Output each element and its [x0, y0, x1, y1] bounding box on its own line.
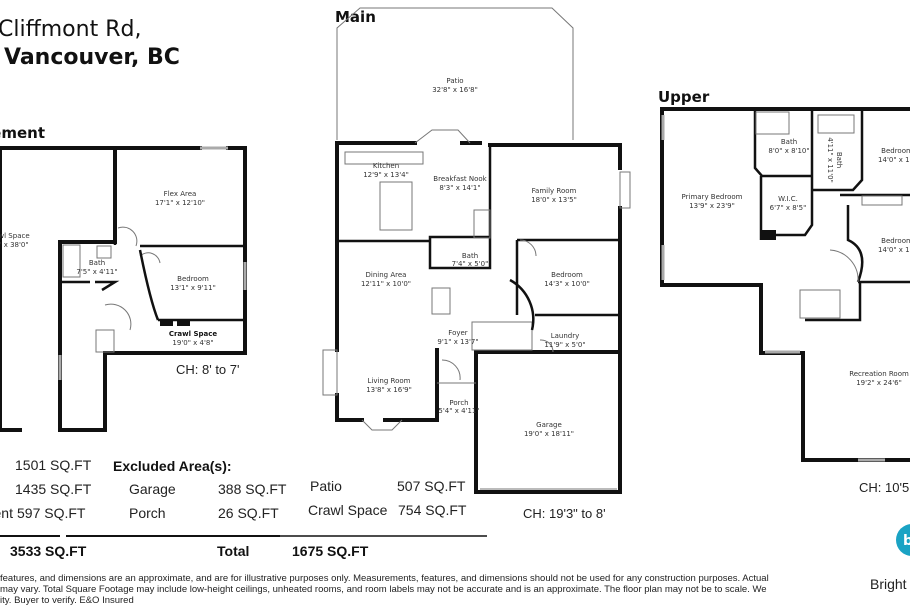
- basement-title: Basement: [0, 124, 45, 142]
- room-dims: 32'8" x 16'8": [432, 86, 478, 94]
- room-label: Flex Area: [164, 190, 197, 198]
- room-label: Recreation Room: [849, 370, 909, 378]
- room-dims: 11'9" x 5'0": [544, 341, 585, 349]
- room-label: Crawl Space: [0, 232, 30, 240]
- excluded-title: Excluded Area(s):: [113, 458, 232, 474]
- room-label: W.I.C.: [778, 195, 798, 203]
- room-label: Bedroom: [177, 275, 209, 283]
- room-label: Bedroom: [551, 271, 583, 279]
- room-dims: '10" x 38'0": [0, 241, 29, 249]
- room-dims: 19'2" x 24'6": [856, 379, 902, 387]
- room-dims: 19'0" x 4'8": [172, 339, 213, 347]
- room-label: Crawl Space: [169, 330, 218, 338]
- excluded-total: 1675 SQ.FT: [292, 543, 369, 559]
- upper-ceiling-height: CH: 10'5: [859, 480, 909, 495]
- area-value: 507 SQ.FT: [397, 478, 466, 494]
- room-label: Bath: [462, 252, 478, 260]
- upper-title: Upper: [658, 88, 710, 106]
- basement-plan: Basement Crawl Space '10" x 38'0" Flex A…: [0, 124, 247, 432]
- room-dims: 5'4" x 4'11": [438, 407, 479, 415]
- room-label: Garage: [536, 421, 562, 429]
- room-dims: 4'11" x 11'0": [826, 137, 834, 183]
- area-value: 754 SQ.FT: [398, 502, 467, 518]
- room-dims: 8'0" x 8'10": [768, 147, 809, 155]
- disclaimer-line: ity. Buyer to verify. E&O Insured: [0, 595, 134, 606]
- room-label: Living Room: [368, 377, 411, 385]
- room-dims: 8'3" x 14'1": [439, 184, 480, 192]
- main-plan: Main Patio 32'8" x 16'8" Kitchen 12'9" x…: [322, 7, 631, 521]
- basement-ceiling-height: CH: 8' to 7': [176, 362, 240, 377]
- room-dims: 13'9" x 23'9": [689, 202, 735, 210]
- room-label: Family Room: [532, 187, 577, 195]
- room-dims: 7'5" x 4'11": [76, 268, 117, 276]
- disclaimer-line: may vary. Total Square Footage may inclu…: [0, 584, 767, 595]
- room-label: Bedroom: [881, 237, 910, 245]
- brand-logo: b Bright: [870, 524, 910, 592]
- area-label: Crawl Space: [308, 502, 388, 518]
- room-label: Dining Area: [366, 271, 407, 279]
- excluded-total-label: Total: [217, 543, 249, 559]
- room-dims: 13'8" x 16'9": [366, 386, 412, 394]
- room-dims: 7'4" x 5'0": [452, 260, 489, 268]
- room-label: Bath: [89, 259, 105, 267]
- room-dims: 14'3" x 10'0": [544, 280, 590, 288]
- area-value: 1435 SQ.FT: [15, 481, 92, 497]
- area-label: Basement: [0, 505, 13, 521]
- room-label: Foyer: [448, 329, 468, 337]
- area-summary: 1501 SQ.FT 1435 SQ.FT Basement 597 SQ.FT…: [0, 457, 487, 559]
- room-label: Patio: [446, 77, 463, 85]
- room-label: Kitchen: [373, 162, 399, 170]
- address-line-1: Cliffmont Rd,: [0, 17, 141, 42]
- room-dims: 18'0" x 13'5": [531, 196, 577, 204]
- room-label: Bath: [835, 152, 843, 168]
- room-label: Primary Bedroom: [682, 193, 743, 201]
- room-dims: 6'7" x 8'5": [770, 204, 807, 212]
- room-dims: 12'9" x 13'4": [363, 171, 409, 179]
- room-label: Laundry: [551, 332, 580, 340]
- room-label: Bedroom: [881, 147, 910, 155]
- brand-logo-icon: [896, 524, 910, 556]
- area-label: Garage: [129, 481, 176, 497]
- area-value: 26 SQ.FT: [218, 505, 279, 521]
- address-line-2: Vancouver, BC: [4, 45, 180, 70]
- upper-plan: Upper Bath 8'0" x 8'10" Bath 4'11" x 11'…: [658, 88, 910, 495]
- room-dims: 13'1" x 9'11": [170, 284, 216, 292]
- area-label: Porch: [129, 505, 166, 521]
- main-ceiling-height: CH: 19'3" to 8': [523, 506, 606, 521]
- brand-name: Bright: [870, 576, 907, 592]
- area-value: 1501 SQ.FT: [15, 457, 92, 473]
- room-dims: 12'11" x 10'0": [361, 280, 411, 288]
- room-dims: 14'0" x 10': [878, 246, 910, 254]
- disclaimer-line: features, and dimensions are an approxim…: [0, 573, 769, 584]
- area-value: 388 SQ.FT: [218, 481, 287, 497]
- room-label: Bath: [781, 138, 797, 146]
- room-label: Porch: [449, 399, 468, 407]
- main-title: Main: [335, 8, 376, 26]
- room-dims: 17'1" x 12'10": [155, 199, 205, 207]
- room-dims: 19'0" x 18'11": [524, 430, 574, 438]
- room-label: Breakfast Nook: [433, 175, 487, 183]
- included-total: 3533 SQ.FT: [10, 543, 87, 559]
- room-dims: 14'0" x 13': [878, 156, 910, 164]
- svg-text:b: b: [903, 533, 910, 549]
- area-value: 597 SQ.FT: [17, 505, 86, 521]
- area-label: Patio: [310, 478, 342, 494]
- room-dims: 9'1" x 13'7": [437, 338, 478, 346]
